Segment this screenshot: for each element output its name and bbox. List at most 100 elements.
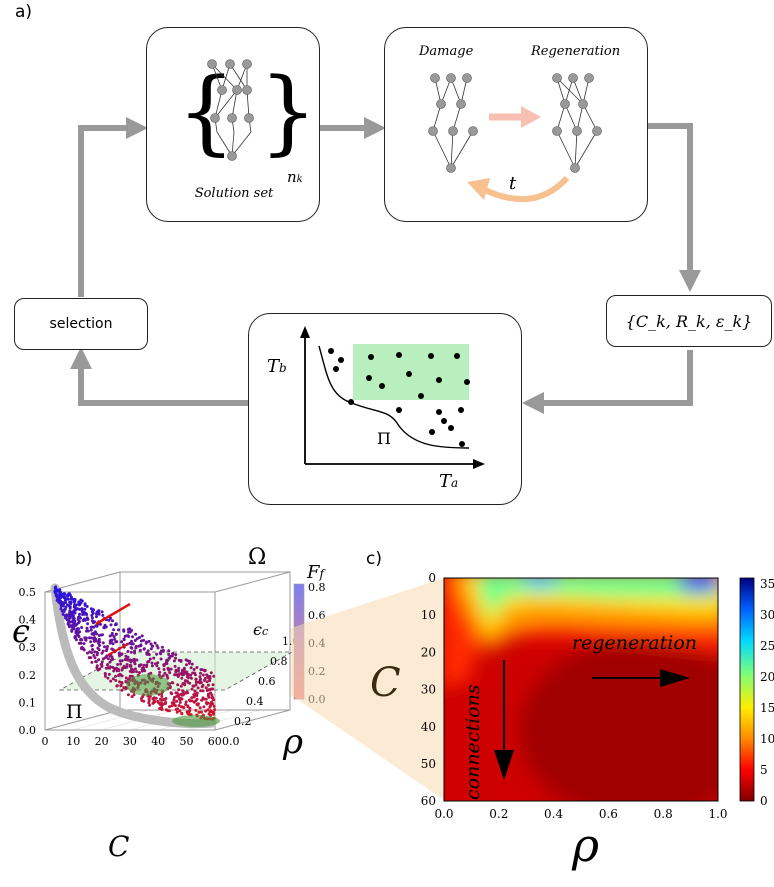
scatter-point (112, 635, 116, 639)
scatter-point (158, 651, 162, 655)
scatter-point (78, 612, 81, 616)
scatter-point (207, 692, 211, 696)
scatter-point (66, 614, 70, 618)
scatter-point (111, 619, 114, 623)
y-tick-label: 30 (421, 683, 436, 697)
scatter-point (163, 671, 167, 675)
scatter-point (175, 710, 179, 714)
scatter-point (208, 679, 212, 683)
scatter-point (101, 641, 105, 645)
scatter-point (83, 607, 87, 611)
colorbar-tick-label: 15 (760, 701, 774, 715)
damage-regeneration-graphic: t (428, 73, 602, 203)
scatter-point (91, 648, 94, 651)
scatter-point (114, 632, 118, 636)
colorbar-tick-label: 20 (760, 670, 774, 684)
selection-box: selection (14, 298, 148, 350)
scatter-point (167, 668, 171, 672)
scatter-point (129, 650, 133, 654)
scatter-point (185, 663, 188, 667)
scatter-point (192, 695, 196, 699)
scatter-point (164, 697, 168, 700)
scatter-point (155, 652, 159, 656)
scatter-point (68, 593, 72, 597)
scatter-point (115, 684, 119, 688)
scatter-point (172, 701, 176, 705)
y-tick-label: 20 (421, 645, 436, 659)
scatter-point (159, 657, 163, 661)
scatter-point (172, 659, 176, 663)
scatter-point (141, 666, 145, 670)
scatter-point (160, 705, 164, 709)
scatter-point (210, 693, 214, 697)
scatter-point (133, 658, 137, 662)
scatter-point (73, 603, 76, 607)
scatter-point (117, 651, 121, 655)
scatter-point (112, 669, 116, 673)
scatter-point (184, 700, 188, 704)
scatter-point (134, 632, 138, 636)
scatter-point (173, 673, 177, 677)
scatter-point (213, 708, 217, 712)
scatter-point (152, 696, 156, 700)
x-tick-label: 0.8 (654, 807, 673, 821)
scatter-point (111, 657, 115, 661)
scatter-point (124, 676, 128, 680)
pareto-x-label: Ta (439, 471, 459, 492)
damage-label: Damage (419, 44, 474, 59)
scatter-point (198, 675, 202, 679)
scatter-point (132, 670, 135, 674)
scatter-point (201, 673, 205, 677)
x-tick-label: 0.0 (434, 807, 453, 821)
panel-a-connectors (70, 117, 701, 414)
damage-regeneration-box: Damage Regeneration (384, 27, 648, 222)
scatter-point (85, 626, 89, 630)
scatter-point (115, 666, 119, 670)
colorbar-tick-label: 30 (760, 608, 774, 622)
scatter-point (164, 708, 168, 712)
scatter-point (120, 668, 124, 672)
scatter-point (63, 599, 67, 602)
panel-c-label: c) (366, 549, 382, 569)
scatter-point (180, 692, 184, 696)
scatter-point (195, 702, 199, 706)
scatter-point (147, 697, 151, 701)
scatter-point (135, 670, 139, 674)
scatter-point (90, 613, 94, 617)
scatter-point (161, 648, 165, 652)
x-tick-label: 50 (180, 735, 194, 748)
scatter-point (166, 658, 170, 662)
y-tick-label: 60 (421, 794, 436, 808)
epsilon-c-label: ϵc (253, 620, 269, 639)
svg-text:{: { (177, 58, 236, 165)
scatter-point (204, 686, 208, 690)
scatter-point (153, 641, 157, 645)
scatter-point (204, 701, 208, 705)
x-tick-label: 0.2 (489, 807, 508, 821)
scatter-point (119, 662, 123, 666)
scatter-point (78, 630, 82, 634)
scatter-point (128, 663, 132, 667)
scatter-point (109, 623, 113, 627)
scatter-point (125, 658, 129, 662)
scatter-point (210, 687, 214, 691)
scatter-point (185, 670, 189, 674)
scatter-point (109, 616, 112, 620)
scatter-point (178, 709, 182, 713)
scatter-point (118, 680, 121, 684)
scatter-point (117, 628, 120, 632)
scatter-point (74, 629, 78, 633)
scatter-point (97, 648, 101, 652)
scatter-point (148, 703, 152, 707)
scatter-point (168, 705, 171, 709)
scatter-point (58, 591, 62, 595)
scatter-point (84, 638, 88, 642)
scatter-point (175, 694, 179, 698)
scatter-point (68, 600, 72, 604)
scatter-point (100, 610, 104, 614)
scatter-point (72, 623, 76, 627)
scatter-point (177, 704, 181, 707)
scatter-point (59, 607, 63, 611)
scatter-point (183, 683, 187, 687)
